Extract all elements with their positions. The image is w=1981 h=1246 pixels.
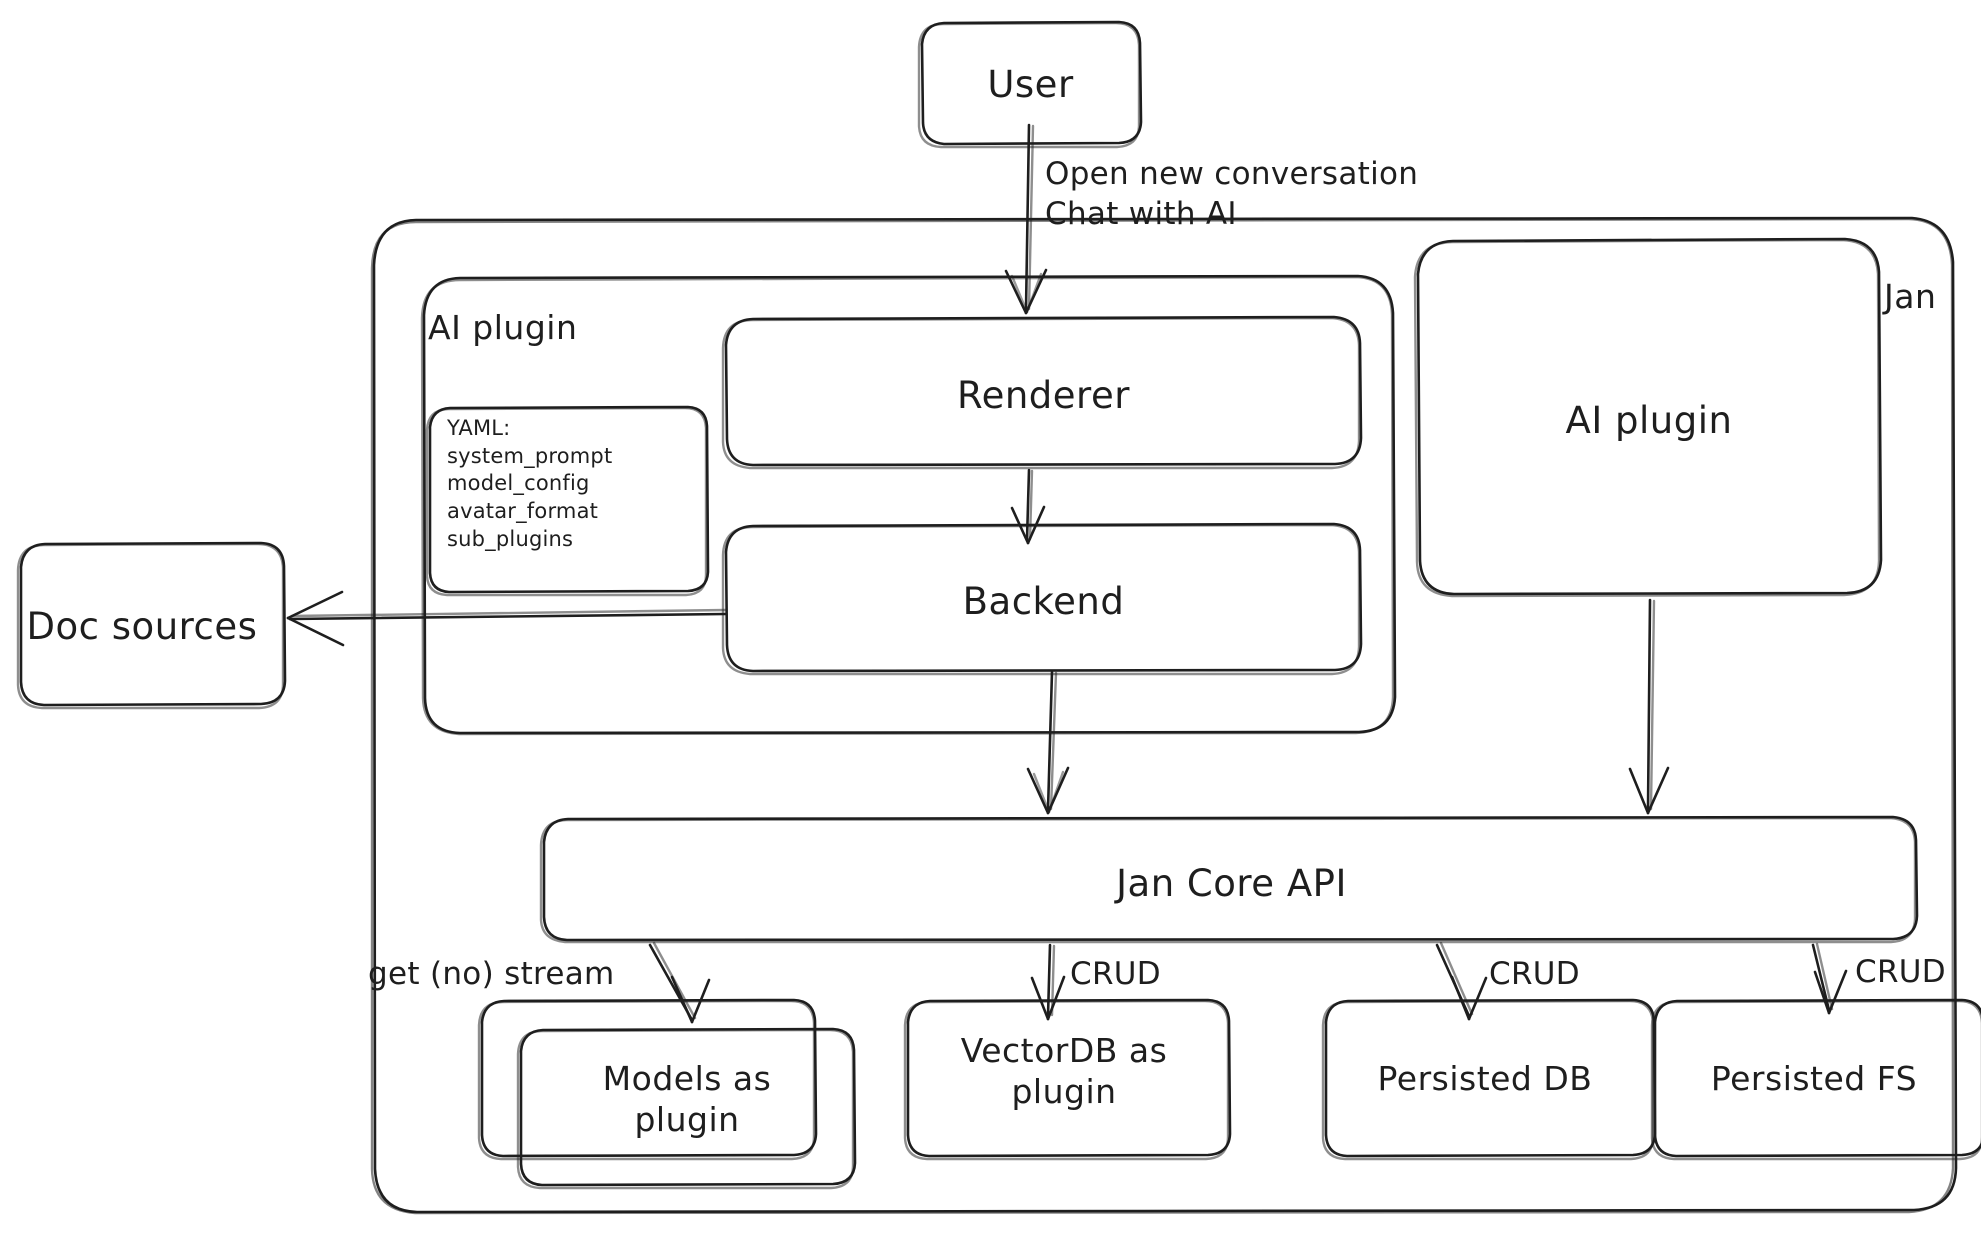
yaml-box-shape — [425, 405, 710, 597]
models-as-plugin-back-box-shape — [477, 998, 818, 1161]
edge-renderer-to-backend — [1010, 468, 1046, 545]
user-box-shape — [917, 20, 1143, 149]
edge-backend-to-core — [1026, 670, 1070, 815]
renderer-box-shape — [721, 315, 1363, 470]
edge-backend-to-doc-sources — [286, 590, 728, 647]
vectordb-as-plugin-box-shape — [903, 998, 1232, 1161]
persisted-db-box-shape — [1321, 998, 1657, 1161]
jan-core-api-box-shape — [539, 815, 1919, 944]
edge-core-to-persisted-fs — [1811, 942, 1848, 1015]
backend-box-shape — [721, 522, 1363, 676]
ai-plugin-group-shape — [420, 274, 1397, 736]
edge-user-to-renderer — [1004, 123, 1048, 315]
edge-core-to-models — [648, 941, 711, 1024]
ai-plugin-box-shape — [1413, 237, 1883, 598]
edge-core-to-persisted-db — [1435, 941, 1488, 1021]
models-as-plugin-front-box-shape — [516, 1027, 857, 1190]
edge-core-to-vectordb — [1030, 943, 1066, 1021]
doc-sources-box-shape — [16, 541, 287, 710]
persisted-fs-box-shape — [1650, 998, 1981, 1161]
edge-ai-plugin-to-core — [1628, 598, 1670, 815]
jan-container-shape — [370, 216, 1958, 1215]
